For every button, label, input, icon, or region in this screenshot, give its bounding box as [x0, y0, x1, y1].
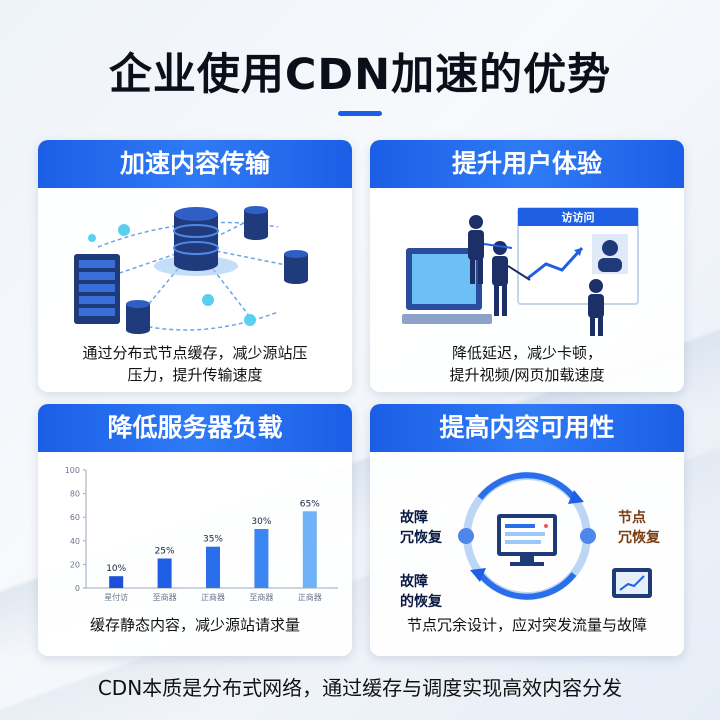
- failover-illustration: 故障 冗恢复 节点 冗恢复 故障 的恢复: [400, 472, 661, 610]
- footer-text: CDN本质是分布式网络，通过缓存与调度实现高效内容分发: [97, 676, 623, 700]
- page-title: 企业使用CDN加速的优势: [108, 50, 612, 100]
- bar: [206, 546, 220, 588]
- x-tick-label: 正商器: [298, 592, 322, 602]
- label-failure: 故障: [400, 573, 428, 590]
- server-rack-icon: [74, 254, 120, 324]
- card-heading: 提高内容可用性: [370, 404, 684, 452]
- presentation-illustration: 访访问: [402, 207, 639, 336]
- card-heading: 降低服务器负载: [38, 404, 352, 452]
- x-tick-label: 至商器: [153, 592, 177, 602]
- caption-line: 降低延迟，减少卡顿，: [451, 344, 602, 362]
- monitor-icon: [402, 248, 492, 324]
- dashboard-board-icon: 访访问: [517, 207, 639, 305]
- bar-data-label: 30%: [251, 517, 271, 527]
- y-tick-label: 80: [70, 490, 80, 499]
- label-failure: 故障: [400, 509, 428, 526]
- x-tick-label: 星付访: [104, 592, 128, 602]
- card-heading: 提升用户体验: [370, 140, 684, 188]
- y-tick-label: 0: [75, 584, 80, 593]
- y-tick-label: 20: [70, 560, 80, 569]
- y-tick-label: 60: [70, 513, 80, 522]
- bar: [302, 511, 317, 588]
- bar-data-label: 25%: [155, 547, 175, 557]
- bar: [254, 529, 269, 588]
- bar: [109, 576, 124, 588]
- label-node: 节点: [618, 509, 646, 526]
- caption-line: 压力，提升传输速度: [127, 366, 263, 384]
- network-illustration: [74, 206, 308, 334]
- node-dot-icon: [458, 528, 474, 544]
- card-content-availability: 提高内容可用性: [370, 404, 684, 656]
- card-reduce-server-load: 降低服务器负载 0 20 40 60 80 100 10% 星付访 25% 至商器 35% 正商器 30…: [38, 404, 352, 656]
- label-recovery: 冗恢复: [618, 529, 661, 546]
- node-database-icon: [126, 206, 308, 334]
- analytics-device-icon: [612, 568, 652, 598]
- title-underline: [338, 111, 382, 116]
- central-database-icon: [154, 207, 238, 276]
- y-tick-label: 40: [70, 537, 80, 546]
- caption-line: 节点冗余设计，应对突发流量与故障: [406, 616, 647, 634]
- caption-line: 提升视频/网页加载速度: [449, 366, 605, 384]
- node-pin-icon: [88, 224, 256, 326]
- card-user-experience: 提升用户体验 访访问: [370, 140, 684, 392]
- x-tick-label: 至商器: [249, 592, 273, 602]
- bar-data-label: 35%: [203, 535, 223, 545]
- caption-line: 缓存静态内容，减少源站请求量: [89, 616, 300, 634]
- card-accelerate-transfer: 加速内容传输: [38, 140, 352, 392]
- caption-line: 通过分布式节点缓存，减少源站压: [82, 344, 308, 362]
- node-dot-icon: [580, 528, 596, 544]
- y-tick-label: 100: [65, 466, 80, 475]
- board-label: 访访问: [562, 210, 595, 224]
- label-recovery: 冗恢复: [400, 529, 443, 546]
- label-recovery: 的恢复: [400, 593, 443, 610]
- person-icon: [468, 215, 604, 336]
- bar-data-label: 10%: [106, 564, 126, 574]
- bar-data-label: 65%: [300, 499, 320, 509]
- server-monitor-icon: [497, 514, 557, 566]
- bar: [157, 558, 172, 588]
- x-tick-label: 正商器: [201, 592, 225, 602]
- bar-chart: 0 20 40 60 80 100 10% 星付访 25% 至商器 35% 正商器 30% 至商器 65% 正…: [65, 466, 338, 602]
- card-heading: 加速内容传输: [38, 140, 352, 188]
